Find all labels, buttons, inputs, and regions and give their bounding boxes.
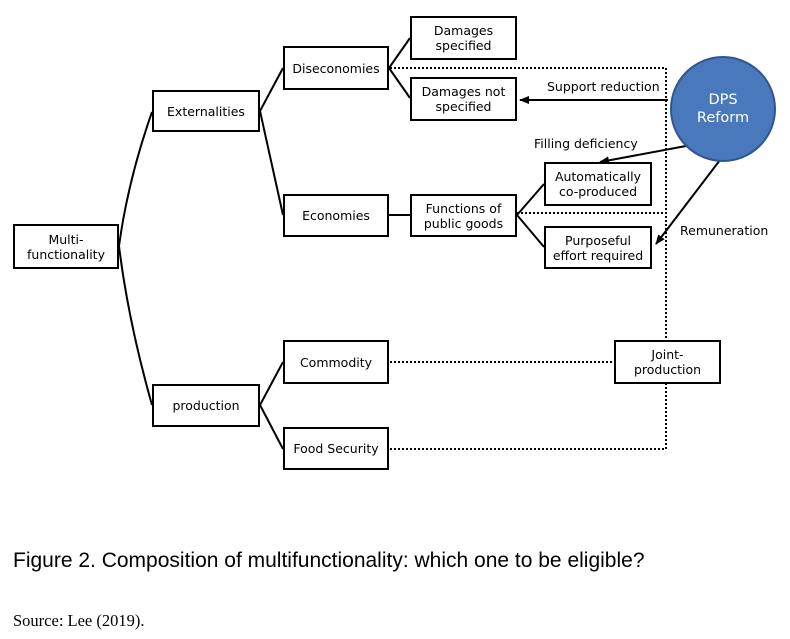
edge-functions-automatic xyxy=(516,183,545,216)
dotted-foodsecurity-joint xyxy=(390,384,667,450)
node-damages-not-specified: Damages not specified xyxy=(410,77,517,121)
dotted-diseconomies-joint xyxy=(390,67,667,340)
node-food-security: Food Security xyxy=(283,427,389,470)
node-multifunctionality-label: Multi- functionality xyxy=(27,231,105,262)
edge-multi-production xyxy=(118,245,153,406)
figure-source: Source: Lee (2019). xyxy=(13,611,145,630)
multifunctionality-diagram: Multi- functionality Externalities produ… xyxy=(13,16,776,470)
node-functions-public-goods: Functions of public goods xyxy=(410,194,517,237)
node-damages-specified: Damages specified xyxy=(410,16,517,60)
node-externalities-label: Externalities xyxy=(167,103,245,119)
edge-diseconomies-damagesnotspecified xyxy=(388,67,411,99)
node-functions-public-goods-label: Functions of public goods xyxy=(423,200,504,231)
node-production-label: production xyxy=(172,398,240,413)
node-multifunctionality: Multi- functionality xyxy=(13,224,119,269)
edge-label-support-reduction: Support reduction xyxy=(547,79,660,94)
edge-diseconomies-damagesspecified xyxy=(388,37,411,69)
node-automatically-coproduced-label: Automatically co-produced xyxy=(554,169,642,199)
node-economies: Economies xyxy=(283,194,389,237)
node-commodity-label: Commodity xyxy=(299,354,373,370)
node-automatically-coproduced: Automatically co-produced xyxy=(544,162,652,206)
node-dps-reform-label: DPS Reform xyxy=(696,92,750,126)
node-commodity: Commodity xyxy=(283,340,389,384)
diagram-connectors xyxy=(118,37,721,450)
node-externalities: Externalities xyxy=(152,90,260,132)
figure-caption: Figure 2. Composition of multifunctional… xyxy=(13,549,645,572)
node-diseconomies: Diseconomies xyxy=(283,46,389,90)
edge-production-foodsecurity xyxy=(259,404,284,450)
node-economies-label: Economies xyxy=(302,208,370,223)
node-dps-reform: DPS Reform xyxy=(670,56,776,162)
edge-functions-purposeful xyxy=(516,214,545,248)
node-joint-production: Joint- production xyxy=(614,340,721,384)
edge-multi-externalities xyxy=(118,111,153,247)
node-food-security-label: Food Security xyxy=(293,441,379,456)
node-diseconomies-label: Diseconomies xyxy=(292,60,380,76)
node-damages-specified-label: Damages specified xyxy=(433,23,494,53)
node-purposeful-effort: Purposeful effort required xyxy=(544,226,652,269)
node-damages-not-specified-label: Damages not specified xyxy=(421,84,506,114)
node-purposeful-effort-label: Purposeful effort required xyxy=(552,232,644,263)
node-joint-production-label: Joint- production xyxy=(633,347,702,377)
node-production: production xyxy=(152,384,260,427)
edge-label-remuneration: Remuneration xyxy=(680,223,769,238)
arrow-filling-deficiency xyxy=(599,145,687,165)
edge-externalities-economies xyxy=(259,110,284,216)
edge-externalities-diseconomies xyxy=(259,67,284,112)
edge-label-filling-deficiency: Filling deficiency xyxy=(534,136,638,151)
edge-production-commodity xyxy=(259,361,284,406)
